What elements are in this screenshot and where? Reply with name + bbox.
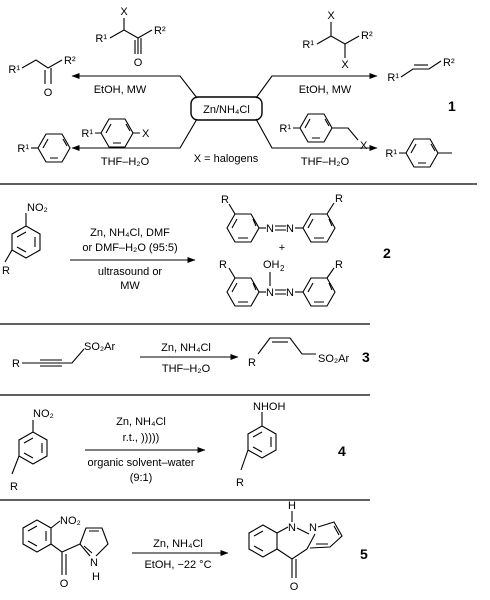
- svg-text:R¹: R¹: [17, 143, 29, 155]
- svg-text:R²: R²: [443, 57, 455, 69]
- conditions-5-below: EtOH, −22 °C: [144, 559, 211, 571]
- conditions-2-line3: ultrasound or: [98, 266, 163, 278]
- azoxybenzene-structure: N OH 2 N R R: [219, 259, 343, 307]
- svg-text:R: R: [219, 259, 227, 271]
- svg-text:R: R: [248, 357, 256, 369]
- nitroarene-structure-2: NO₂ R: [2, 202, 48, 277]
- svg-text:N: N: [286, 223, 294, 235]
- svg-text:NO₂: NO₂: [33, 408, 54, 420]
- svg-text:R: R: [12, 358, 20, 370]
- svg-text:X: X: [360, 140, 368, 152]
- svg-text:OH: OH: [263, 259, 280, 271]
- svg-text:R: R: [10, 481, 18, 493]
- arrow-bottom-left: [71, 118, 198, 151]
- halogen-note: X = halogens: [194, 153, 259, 165]
- conditions-top-left: EtOH, MW: [94, 84, 147, 96]
- svg-text:NHOH: NHOH: [253, 401, 285, 413]
- svg-text:N: N: [90, 557, 98, 569]
- conditions-top-right: EtOH, MW: [299, 84, 352, 96]
- svg-text:N: N: [266, 287, 274, 299]
- dihalide-structure: X X R¹ R²: [302, 10, 373, 71]
- reaction-4: NO₂ R Zn, NH₄Cl r.t., ))))) organic solv…: [10, 401, 346, 493]
- svg-text:O: O: [60, 578, 69, 590]
- conditions-4-line4: (9:1): [130, 472, 153, 484]
- alkene-product-structure: R¹ R²: [387, 57, 455, 84]
- reaction-number-2: 2: [383, 245, 391, 261]
- svg-text:R²: R²: [361, 30, 373, 42]
- ketone-product-structure: R¹ R² O: [8, 55, 76, 99]
- svg-text:N: N: [288, 522, 296, 534]
- svg-text:X: X: [341, 59, 349, 71]
- conditions-bottom-right: THF–H₂O: [301, 156, 350, 168]
- svg-text:N: N: [286, 287, 294, 299]
- svg-text:R²: R²: [154, 25, 166, 37]
- svg-text:H: H: [288, 500, 296, 512]
- conditions-3-above: Zn, NH₄Cl: [161, 342, 211, 354]
- center-reagent-box: [190, 96, 263, 121]
- svg-text:R¹: R¹: [302, 39, 314, 51]
- reaction-1: Zn/NH₄Cl EtOH, MW EtOH, MW THF–H₂O THF–H…: [8, 6, 456, 168]
- conditions-4-line2: r.t., ))))): [123, 432, 160, 444]
- svg-text:SO₂Ar: SO₂Ar: [84, 341, 116, 353]
- center-reagent-label: Zn/NH₄Cl: [203, 104, 250, 116]
- svg-text:X: X: [142, 128, 150, 140]
- allyl-sulfone-product-structure: R SO₂Ar: [248, 337, 350, 369]
- nitrophenyl-pyrrolyl-ketone-structure: NO₂ O N H: [22, 515, 109, 590]
- svg-text:2: 2: [280, 264, 285, 273]
- svg-text:SO₂Ar: SO₂Ar: [318, 353, 350, 365]
- toluene-product-structure: R¹: [385, 138, 452, 168]
- svg-text:R¹: R¹: [81, 128, 93, 140]
- conditions-2-line2: or DMF–H₂O (95:5): [82, 242, 177, 254]
- reaction-number-1: 1: [448, 98, 456, 114]
- svg-text:O: O: [134, 57, 143, 69]
- svg-text:R: R: [335, 193, 343, 205]
- svg-text:R¹: R¹: [387, 72, 399, 84]
- svg-text:R¹: R¹: [385, 148, 397, 160]
- arrow-top-right: [255, 73, 378, 99]
- benzyl-halide-structure: R¹ X: [279, 113, 368, 152]
- svg-text:R: R: [2, 265, 10, 277]
- azobenzene-structure: N N R R: [221, 193, 343, 243]
- haloketone-structure: X R¹ R² O: [95, 6, 166, 69]
- arrow-top-left: [71, 73, 198, 99]
- arrow-bottom-right: [255, 118, 378, 151]
- pyrrolobenzodiazepinone-product-structure: N H N O: [248, 500, 343, 593]
- reaction-2: NO₂ R Zn, NH₄Cl, DMF or DMF–H₂O (95:5) u…: [2, 193, 391, 307]
- svg-text:N: N: [309, 522, 317, 534]
- svg-text:R²: R²: [64, 55, 76, 67]
- aryl-halide-structure: R¹ X: [81, 118, 150, 148]
- conditions-4-line3: organic solvent–water: [87, 457, 194, 469]
- conditions-3-below: THF–H₂O: [162, 363, 211, 375]
- svg-text:R¹: R¹: [279, 123, 291, 135]
- svg-text:R: R: [236, 477, 244, 489]
- nitroarene-structure-4: NO₂ R: [10, 408, 54, 493]
- svg-text:R: R: [221, 194, 229, 206]
- hydroxylamine-product-structure: NHOH R: [236, 401, 285, 489]
- conditions-2-line4: MW: [120, 280, 140, 292]
- svg-text:H: H: [92, 571, 100, 583]
- svg-text:N: N: [266, 223, 274, 235]
- svg-text:X: X: [120, 6, 128, 18]
- svg-text:O: O: [44, 87, 53, 99]
- conditions-bottom-left: THF–H₂O: [101, 156, 150, 168]
- arene-product-structure: R¹: [17, 133, 71, 163]
- conditions-2-line1: Zn, NH₄Cl, DMF: [90, 227, 170, 239]
- svg-text:NO₂: NO₂: [60, 515, 81, 527]
- svg-text:R: R: [335, 259, 343, 271]
- plus-sign: +: [279, 242, 285, 254]
- svg-text:O: O: [290, 581, 299, 593]
- svg-text:X: X: [327, 10, 335, 22]
- svg-text:R¹: R¹: [95, 33, 107, 45]
- reaction-5: NO₂ O N H Zn, NH₄Cl EtOH, −22 °C N H N O: [22, 500, 368, 593]
- conditions-4-line1: Zn, NH₄Cl: [116, 416, 166, 428]
- conditions-5-above: Zn, NH₄Cl: [153, 538, 203, 550]
- svg-text:NO₂: NO₂: [27, 202, 48, 214]
- reaction-3: R SO₂Ar Zn, NH₄Cl THF–H₂O R SO₂Ar 3: [12, 337, 370, 375]
- svg-text:R¹: R¹: [8, 64, 20, 76]
- alkyne-sulfone-structure: R SO₂Ar: [12, 341, 116, 370]
- reaction-number-5: 5: [360, 546, 368, 562]
- reaction-number-4: 4: [338, 443, 346, 459]
- reaction-number-3: 3: [362, 349, 370, 365]
